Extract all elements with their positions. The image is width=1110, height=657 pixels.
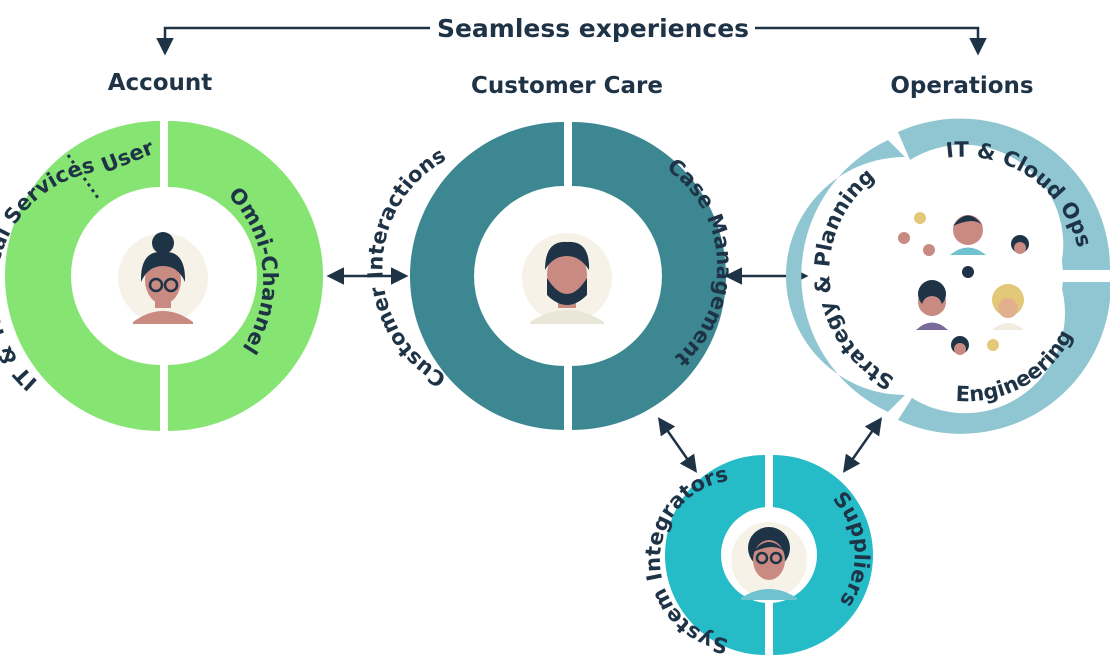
person-icon <box>898 232 910 244</box>
seamless-connector <box>156 26 987 56</box>
person-icon <box>987 339 999 351</box>
person-icon <box>992 284 1024 330</box>
customer-care-ring <box>410 122 726 430</box>
account-avatar <box>118 232 208 324</box>
partners-avatar <box>731 522 807 600</box>
operations-title: Operations <box>890 73 1033 99</box>
person-icon <box>950 215 986 255</box>
arrow-care-partners <box>657 417 698 473</box>
customer-care-title: Customer Care <box>471 73 663 99</box>
operations-people <box>898 212 1029 355</box>
person-icon <box>962 266 974 278</box>
arrow-operations-partners <box>842 417 883 473</box>
customer-care-avatar <box>522 233 612 324</box>
seamless-title: Seamless experiences <box>437 14 749 43</box>
account-title: Account <box>108 70 213 96</box>
person-icon <box>916 280 948 330</box>
person-icon <box>914 212 926 224</box>
person-icon <box>923 244 935 256</box>
operations-ring <box>786 118 1110 434</box>
user-divider <box>66 154 100 199</box>
